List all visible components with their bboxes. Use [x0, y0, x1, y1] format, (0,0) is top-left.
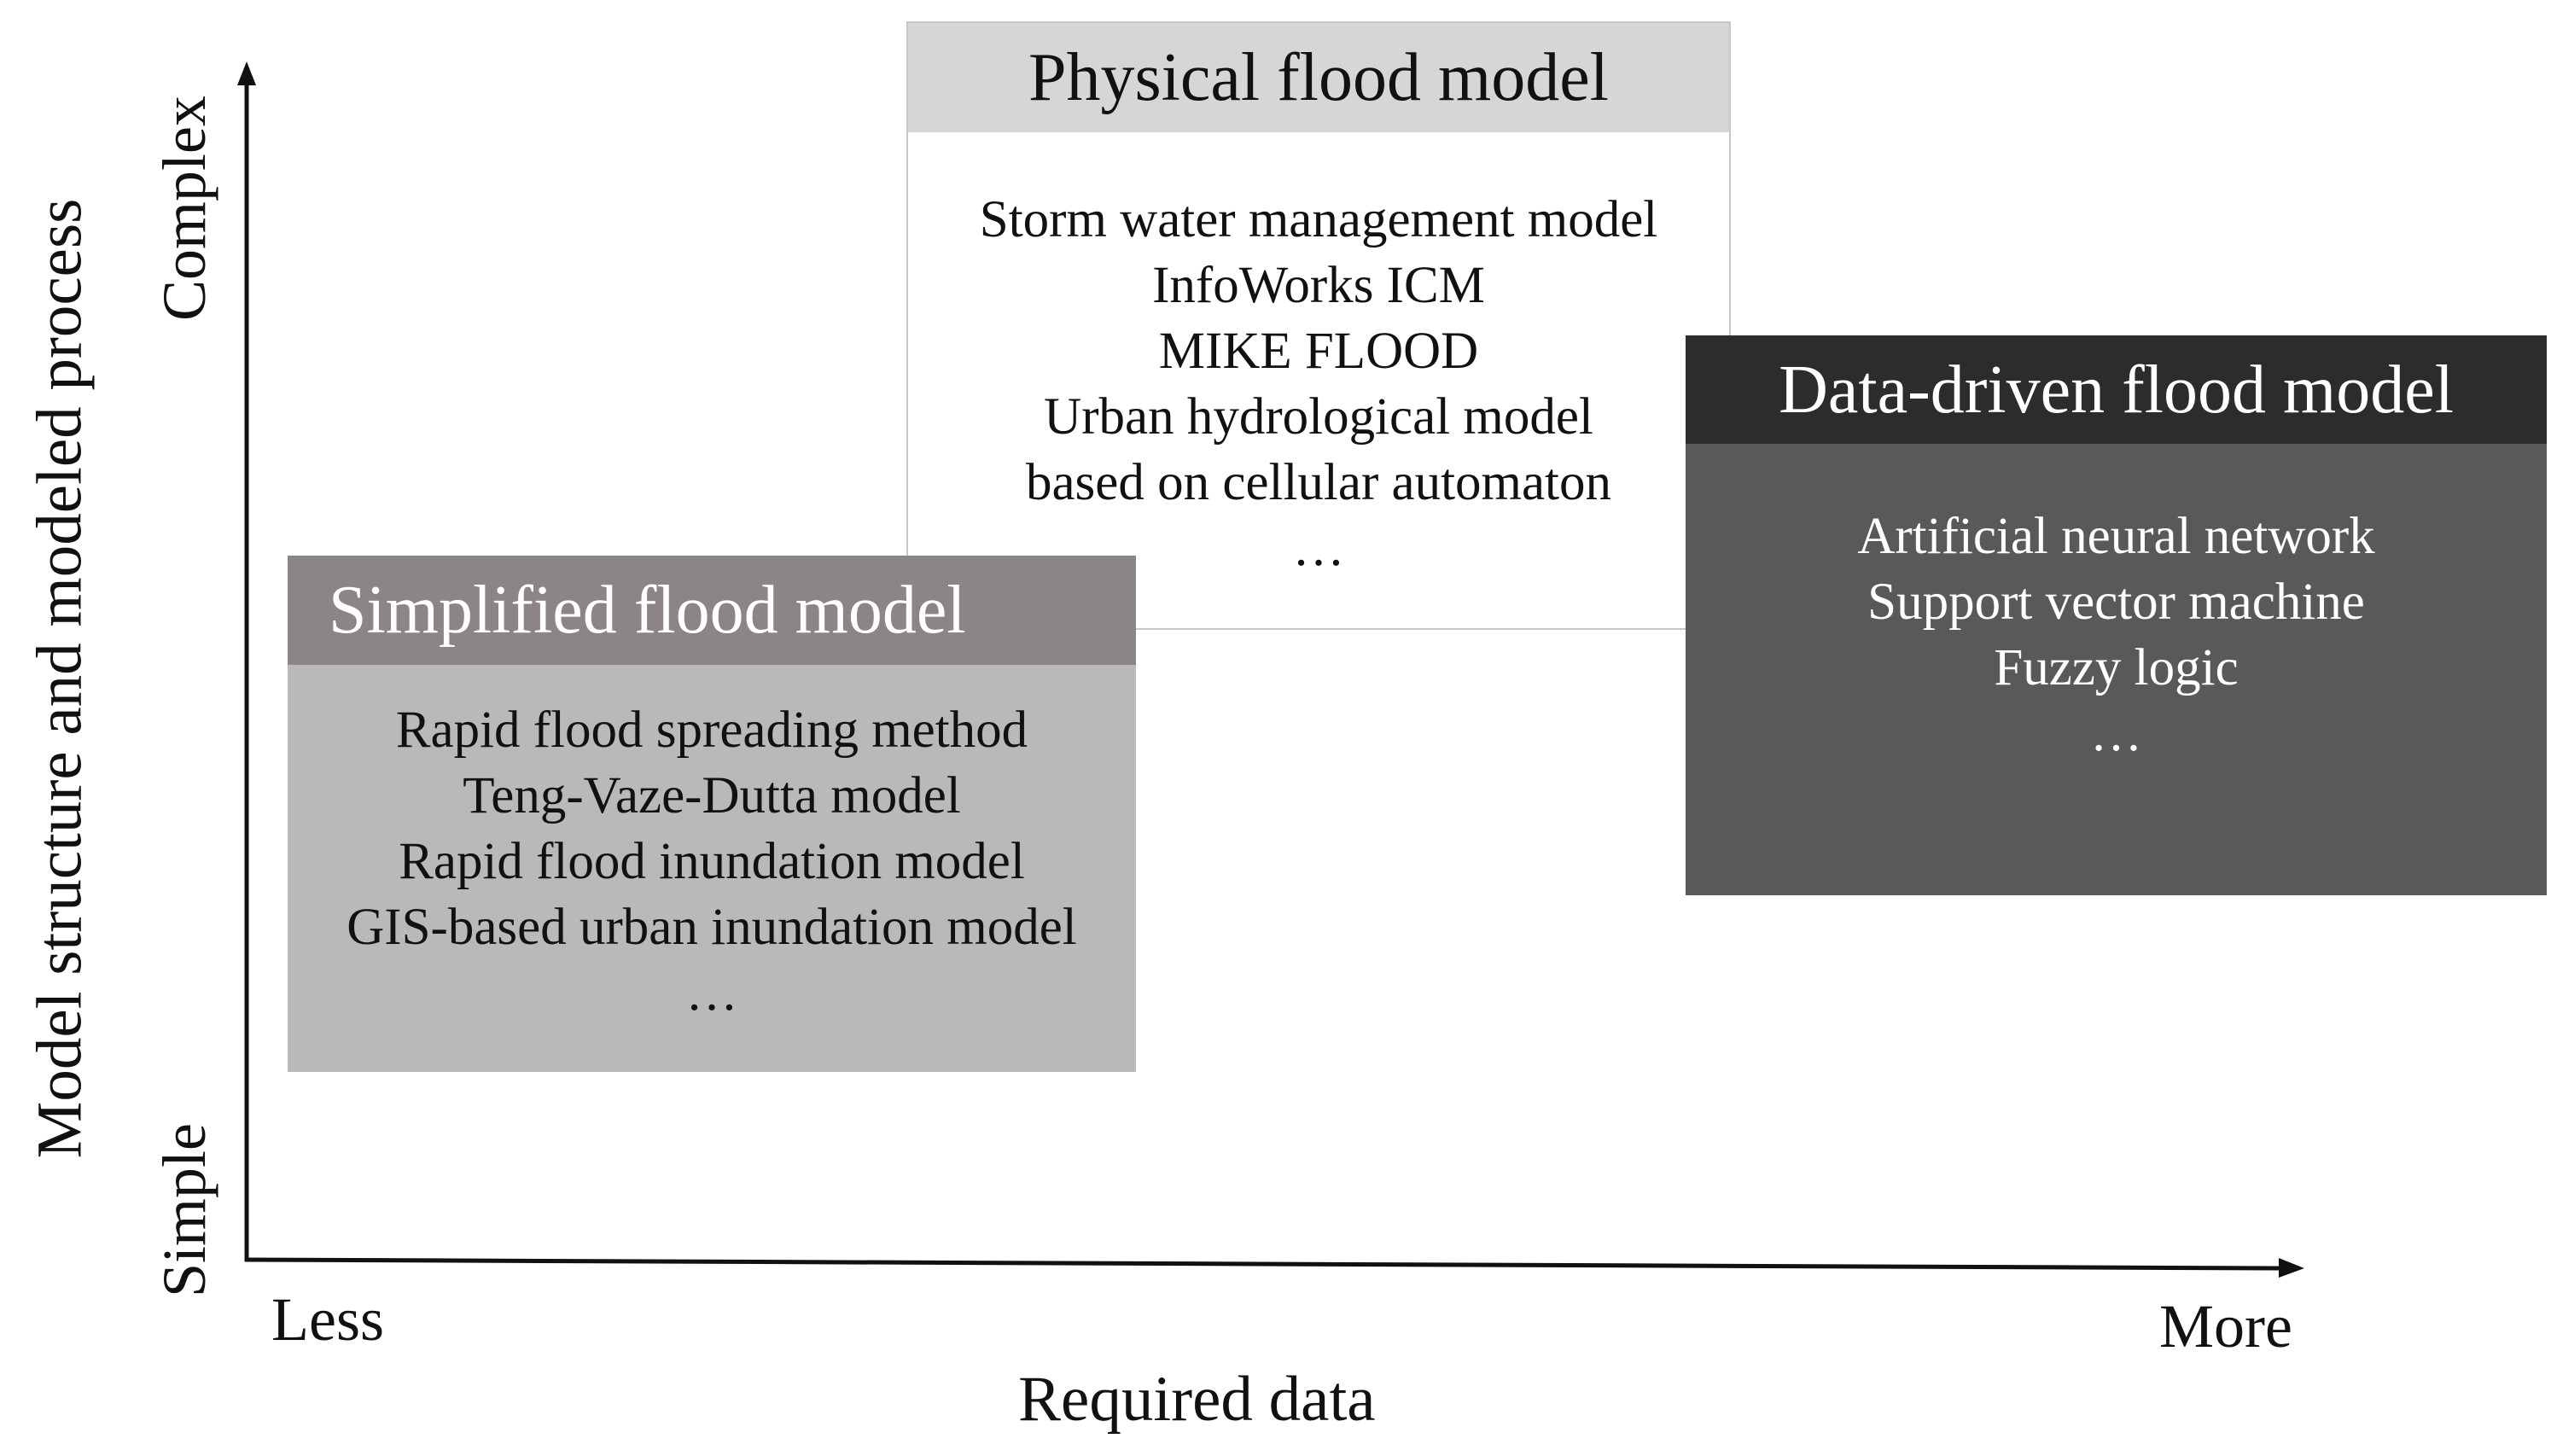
x-axis-right-label: More	[2159, 1292, 2292, 1360]
physical-item: MIKE FLOOD	[1158, 323, 1479, 380]
data-driven-item: Support vector machine	[1867, 574, 2365, 631]
physical-item: based on cellular automaton	[1025, 454, 1611, 511]
data-driven-flood-model-box: Data-driven flood model Artificial neura…	[1686, 335, 2547, 895]
data-driven-flood-model-title: Data-driven flood model	[1686, 335, 2547, 444]
y-axis-arrowhead	[237, 61, 256, 85]
physical-item: Storm water management model	[979, 191, 1658, 248]
simplified-item: Rapid flood inundation model	[399, 833, 1025, 890]
data-driven-item: Fuzzy logic	[1994, 639, 2239, 696]
y-axis-title: Model structure and modeled process	[24, 198, 96, 1159]
x-axis-line	[244, 1257, 2280, 1271]
physical-item: InfoWorks ICM	[1152, 257, 1485, 314]
y-axis-top-label: Complex	[150, 96, 218, 321]
data-driven-item: Artificial neural network	[1857, 508, 2375, 565]
data-driven-item-ellipsis: …	[2090, 705, 2142, 762]
y-axis-bottom-label: Simple	[150, 1122, 218, 1298]
simplified-flood-model-list: Rapid flood spreading method Teng-Vaze-D…	[288, 665, 1136, 1072]
physical-item-ellipsis: …	[1292, 520, 1345, 577]
physical-flood-model-box: Physical flood model Storm water managem…	[906, 21, 1731, 630]
simplified-flood-model-title: Simplified flood model	[288, 556, 1136, 665]
simplified-item: Rapid flood spreading method	[395, 702, 1028, 759]
x-axis-title: Required data	[1018, 1364, 1376, 1435]
data-driven-flood-model-list: Artificial neural network Support vector…	[1686, 444, 2547, 895]
physical-item: Urban hydrological model	[1044, 388, 1593, 446]
physical-flood-model-title: Physical flood model	[908, 23, 1729, 132]
x-axis-left-label: Less	[271, 1285, 384, 1354]
physical-flood-model-list: Storm water management model InfoWorks I…	[908, 132, 1729, 628]
x-axis-arrowhead	[2279, 1258, 2304, 1278]
simplified-item-ellipsis: …	[685, 964, 738, 1022]
simplified-item: Teng-Vaze-Dutta model	[463, 767, 961, 824]
simplified-item: GIS-based urban inundation model	[347, 899, 1077, 956]
simplified-flood-model-box: Simplified flood model Rapid flood sprea…	[288, 556, 1136, 1072]
